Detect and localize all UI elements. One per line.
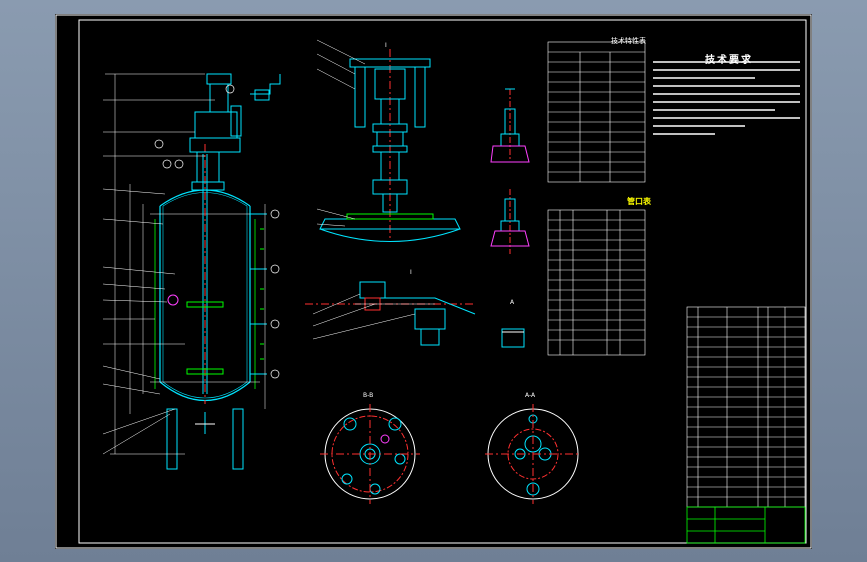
tech-requirements-title: 技术要求 xyxy=(705,55,753,66)
seal-detail-view xyxy=(305,281,476,346)
title-block xyxy=(686,506,806,544)
vessel-callouts xyxy=(154,84,280,379)
impeller-lower xyxy=(186,368,224,375)
plan-view-left xyxy=(320,404,420,504)
cad-drawing xyxy=(55,14,812,549)
baffle-mark xyxy=(167,294,179,306)
detail-view-upper-right xyxy=(490,88,530,163)
nozzle-table xyxy=(547,209,646,356)
leader-lines-left xyxy=(102,99,215,455)
main-vessel xyxy=(150,189,260,401)
nozzle-table-title: 管口表 xyxy=(627,197,651,206)
view-label-plan-left: B-B xyxy=(363,392,374,399)
side-nozzles xyxy=(250,213,267,375)
vent-pipe xyxy=(250,74,281,95)
drive-detail-view xyxy=(319,49,461,242)
detail-view-mid-right xyxy=(490,189,530,254)
tech-requirements-text xyxy=(653,61,800,135)
drive-unit xyxy=(189,73,242,191)
tech-spec-table-title: 技术特性表 xyxy=(611,37,646,45)
inner-border xyxy=(78,19,807,544)
view-label-seal: I xyxy=(410,269,412,276)
plan-view-right xyxy=(485,404,581,504)
drive-detail-leaders xyxy=(316,39,366,227)
impeller-upper xyxy=(186,301,224,308)
seal-detail-leaders xyxy=(312,293,416,340)
dimension-ticks xyxy=(260,228,264,360)
parts-list-table xyxy=(686,306,806,508)
sight-glass xyxy=(254,89,270,101)
detail-view-lower-right xyxy=(501,328,525,348)
support-legs xyxy=(166,408,244,470)
outer-border xyxy=(55,14,812,549)
view-label-drive: I xyxy=(385,42,387,49)
drawing-sheet: 技术要求 技术特性表 管口表 I I A B-B A-A xyxy=(55,14,812,549)
view-label-plan-right: A-A xyxy=(525,392,536,399)
view-label-detail: A xyxy=(510,299,515,306)
dimension-lines xyxy=(105,73,266,455)
tech-spec-table xyxy=(547,41,646,183)
